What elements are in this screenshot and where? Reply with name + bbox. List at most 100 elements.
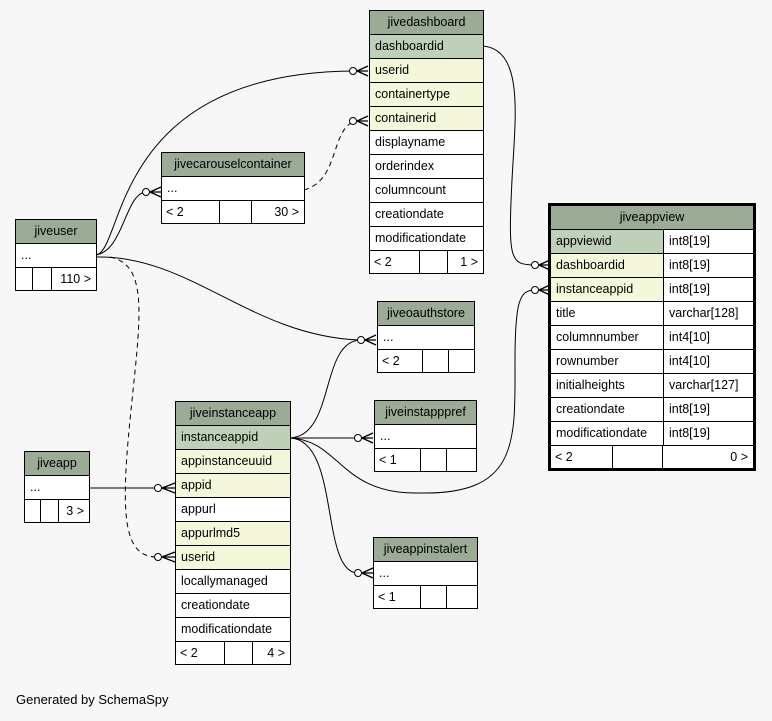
parent-count: [25, 500, 41, 522]
column-name: ...: [374, 562, 477, 585]
table-header: jiveinstapppref: [375, 401, 476, 425]
parent-count: < 2: [551, 446, 613, 468]
table-jiveappinstalert[interactable]: jiveappinstalert...< 1: [373, 537, 478, 609]
column-name: creationdate: [370, 203, 483, 226]
column-row[interactable]: modificationdate: [370, 227, 483, 251]
column-row[interactable]: columncount: [370, 179, 483, 203]
column-name: title: [551, 302, 663, 325]
column-name: modificationdate: [551, 422, 663, 445]
edge-jiveinstanceapp-jiveappinstalert: [289, 437, 358, 574]
child-count: [447, 449, 476, 471]
column-row[interactable]: appurlmd5: [176, 522, 290, 546]
column-row[interactable]: containerid: [370, 107, 483, 131]
column-name: ...: [25, 476, 89, 499]
table-jiveuser[interactable]: jiveuser...110 >: [15, 219, 97, 291]
edge-jivedashboard-jiveappview: [482, 45, 536, 266]
column-type: int8[19]: [663, 422, 753, 445]
child-count: 110 >: [60, 272, 91, 286]
edge-jiveuser-jivedashboard: [95, 70, 356, 256]
footer-spacer: [423, 350, 449, 372]
table-footer: 110 >: [16, 268, 96, 290]
footer-spacer: [225, 642, 253, 664]
table-footer: < 2 30 >: [162, 201, 304, 223]
column-row[interactable]: creationdate: [176, 594, 290, 618]
parent-count: < 1: [374, 586, 421, 608]
crowfoot-icon: [361, 567, 374, 579]
edge-jiveuser-jiveoauthstore: [95, 256, 359, 341]
column-row[interactable]: ...: [162, 177, 304, 201]
column-name: creationdate: [176, 594, 290, 617]
column-row[interactable]: appinstanceuuid: [176, 450, 290, 474]
table-header: jiveapp: [25, 452, 89, 476]
column-row[interactable]: orderindex: [370, 155, 483, 179]
child-count: 30 >: [274, 205, 299, 219]
column-row[interactable]: ...: [378, 326, 474, 350]
footer-spacer: [41, 500, 59, 522]
parent-count: < 2: [370, 251, 420, 273]
column-name: appid: [176, 474, 290, 497]
crowfoot-icon: [356, 65, 369, 77]
table-jiveinstapppref[interactable]: jiveinstapppref...< 1: [374, 400, 477, 472]
edge-end-circle: [354, 434, 362, 442]
column-row[interactable]: userid: [176, 546, 290, 570]
column-row[interactable]: creationdate: [370, 203, 483, 227]
edge-end-circle: [531, 286, 539, 294]
column-name: modificationdate: [176, 618, 290, 641]
edge-jiveuser-jivecarouselcontainer: [95, 191, 149, 256]
footer-spacer: [421, 586, 447, 608]
parent-count: < 2: [176, 642, 225, 664]
column-name: containertype: [370, 83, 483, 106]
edge-end-circle: [354, 569, 362, 577]
column-type: int8[19]: [663, 278, 753, 301]
table-header: jiveoauthstore: [378, 302, 474, 326]
crowfoot-icon: [161, 551, 176, 563]
edge-end-circle: [531, 261, 539, 269]
crowfoot-icon: [161, 482, 176, 494]
edge-jiveinstanceapp-jiveoauthstore: [289, 339, 361, 439]
column-row[interactable]: userid: [370, 59, 483, 83]
crowfoot-icon: [356, 115, 369, 127]
column-name: userid: [370, 59, 483, 82]
column-name: locallymanaged: [176, 570, 290, 593]
parent-count: < 2: [378, 350, 423, 372]
column-row[interactable]: displayname: [370, 131, 483, 155]
parent-count: < 2: [162, 201, 220, 223]
column-row[interactable]: ...: [25, 476, 89, 500]
column-name: dashboardid: [551, 254, 663, 277]
column-row[interactable]: ...: [374, 562, 477, 586]
column-row[interactable]: locallymanaged: [176, 570, 290, 594]
table-jiveapp[interactable]: jiveapp...3 >: [24, 451, 90, 523]
column-row[interactable]: dashboardid: [370, 35, 483, 59]
edge-jiveuser-jiveinstanceapp: [109, 256, 156, 558]
footer-spacer: [33, 268, 52, 290]
table-jiveoauthstore[interactable]: jiveoauthstore...< 2: [377, 301, 475, 373]
column-type: varchar[127]: [663, 374, 753, 397]
column-row[interactable]: instanceappid: [176, 426, 290, 450]
column-row[interactable]: ...: [16, 244, 96, 268]
edge-end-circle: [154, 553, 162, 561]
column-name: instanceappid: [176, 426, 290, 449]
column-row[interactable]: appurl: [176, 498, 290, 522]
edge-end-circle: [349, 67, 357, 75]
table-header: jiveappinstalert: [374, 538, 477, 562]
column-row[interactable]: appid: [176, 474, 290, 498]
column-row[interactable]: containertype: [370, 83, 483, 107]
column-row[interactable]: ...: [375, 425, 476, 449]
column-row[interactable]: modificationdate: [176, 618, 290, 642]
